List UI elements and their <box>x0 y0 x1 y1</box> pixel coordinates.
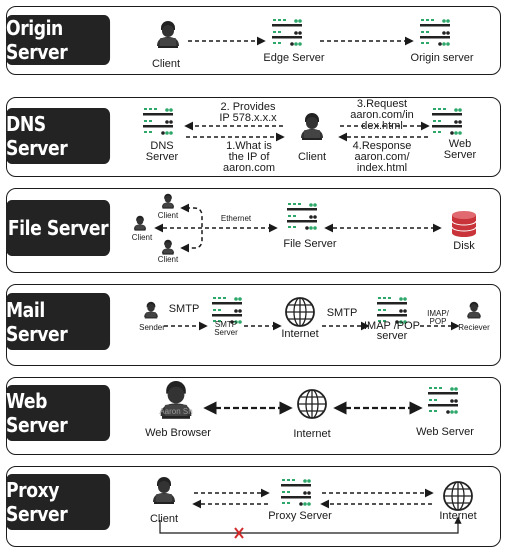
internet-label-2: Internet <box>293 428 331 440</box>
file-server-text: File Server <box>283 238 337 250</box>
sender-icon <box>144 301 158 319</box>
receiver-label: Reciever <box>458 323 490 332</box>
client-top-icon <box>161 193 175 209</box>
web-server-label-2: Web Server <box>416 426 474 438</box>
smtp-label-2: SMTP <box>326 307 358 319</box>
blocked-x-icon <box>234 527 244 539</box>
ip-question-label: 1.What is the IP of aaron.com <box>223 140 275 174</box>
web-browser-label: Web Browser <box>145 427 211 439</box>
mail-server-label: Mail Server <box>6 293 111 350</box>
proxy-server-label-text: Proxy Server <box>268 510 332 522</box>
provides-ip-label: 2. Provides IP 578.x.x.x <box>219 101 277 124</box>
proxy-internet-label: Internet <box>439 510 477 522</box>
internet-label: Internet <box>281 328 319 340</box>
disk-label: Disk <box>453 240 475 252</box>
imap-pop-label: IMAP/ POP <box>427 309 449 326</box>
internet-globe-icon <box>285 297 315 327</box>
dns-client-label: Client <box>297 151 327 163</box>
web-server-icon <box>432 107 462 135</box>
dns-server-label: DNS Server <box>6 108 111 164</box>
edge-server-icon <box>272 18 302 46</box>
ethernet-label: Ethernet <box>220 214 252 223</box>
file-server-icon <box>287 202 317 230</box>
client-bottom-icon <box>161 239 175 255</box>
disk-icon <box>452 215 476 237</box>
file-server-label: File Server <box>6 200 111 256</box>
client-bottom-label: Client <box>157 255 179 264</box>
origin-server-label: Origin Server <box>6 15 111 65</box>
dns-client-user-icon <box>301 113 323 140</box>
sender-label: Sender <box>139 323 165 332</box>
client-left-icon <box>133 215 147 231</box>
origin-server-text: Origin server <box>410 52 474 64</box>
edge-server-label: Edge Server <box>263 52 325 64</box>
receiver-icon <box>467 301 481 319</box>
proxy-client-label: Client <box>149 513 179 525</box>
request-label: 3.Request aaron.com/in dex.html <box>350 98 414 132</box>
proxy-server-label: Proxy Server <box>6 474 111 530</box>
web-server-label: Web Server <box>6 385 111 441</box>
dns-server-text: DNS Server <box>145 140 179 163</box>
client-left-label: Client <box>131 233 153 242</box>
avatar-name-label: Aaron Sh <box>159 407 193 416</box>
client-user-icon <box>157 21 179 48</box>
internet-globe-icon-2 <box>297 389 327 419</box>
response-label: 4.Response aaron.com/ index.html <box>352 140 412 174</box>
client-label: Client <box>151 58 181 70</box>
client-top-label: Client <box>157 211 179 220</box>
smtp-label-1: SMTP <box>168 303 200 315</box>
proxy-client-user-icon <box>153 477 175 504</box>
origin-server-icon <box>420 18 450 46</box>
smtp-server-label: SMTP Server <box>214 320 238 337</box>
internet-globe-icon-3 <box>443 481 473 511</box>
imap-pop-server-label: IMAP /POP server <box>363 320 421 342</box>
dns-server-icon <box>143 107 173 135</box>
web-server-icon-2 <box>428 386 458 414</box>
proxy-server-icon <box>281 478 311 506</box>
web-server-text: Web Server <box>443 138 477 161</box>
